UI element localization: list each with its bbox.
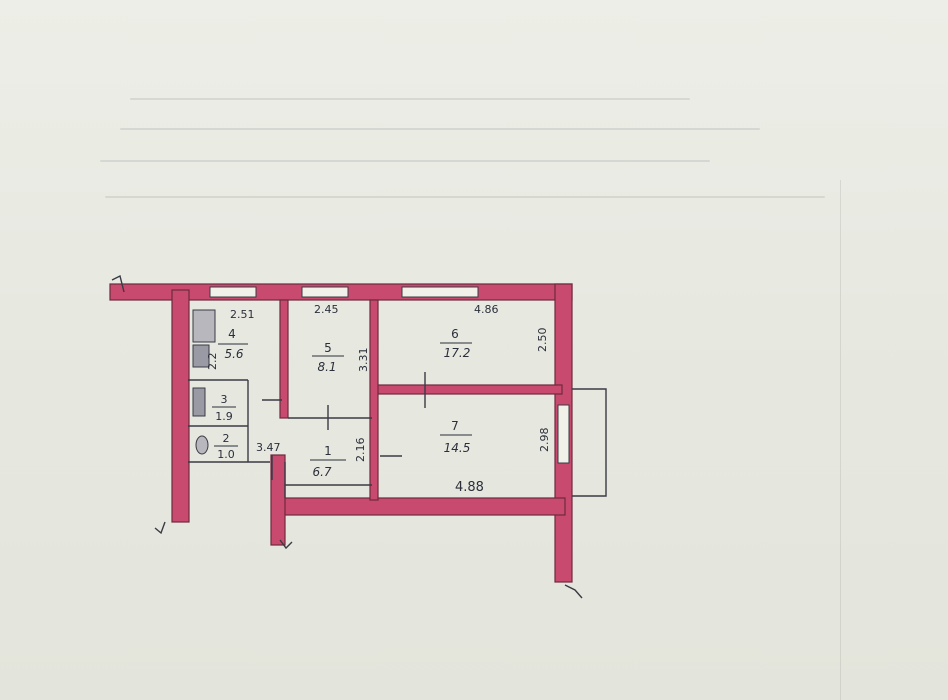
room-7-area: 14.5 <box>444 441 471 455</box>
dim-room4-width: 2.51 <box>230 308 255 321</box>
windows <box>209 286 570 464</box>
window <box>557 404 570 464</box>
dim-room6-depth: 2.50 <box>536 328 549 353</box>
room-6-number: 6 <box>451 327 459 341</box>
room-4-number: 4 <box>228 327 236 341</box>
room-7-number: 7 <box>451 419 459 433</box>
room-3-area: 1.9 <box>215 410 233 423</box>
wall-room6-room7 <box>371 384 563 395</box>
dim-room7-width: 4.88 <box>455 480 484 495</box>
room-6-area: 17.2 <box>444 346 471 360</box>
room-5-area: 8.1 <box>317 360 336 374</box>
room-2-area: 1.0 <box>217 448 235 461</box>
faint-text-line <box>120 128 760 130</box>
dim-hall-depth: 2.16 <box>354 438 367 463</box>
walls <box>109 283 573 583</box>
stove-icon <box>192 309 216 343</box>
dim-kitchen-depth: 2.2 <box>206 353 219 371</box>
toilet-icon <box>195 435 209 455</box>
room-3-number: 3 <box>221 393 228 406</box>
bathtub-icon <box>192 387 206 417</box>
faint-text-line <box>130 98 690 100</box>
fixtures <box>192 309 216 455</box>
dimension-labels: 2.51 2.45 4.86 2.50 3.31 2.98 4.88 3.47 … <box>206 303 551 495</box>
dim-room7-depth: 2.98 <box>538 428 551 453</box>
dim-hall-width: 3.47 <box>256 441 281 454</box>
faint-text-line <box>100 160 710 162</box>
room-4-area: 5.6 <box>224 347 243 361</box>
paper-fold <box>840 180 841 700</box>
sink-icon <box>192 344 210 368</box>
room-1-area: 6.7 <box>312 465 331 479</box>
dim-room5-depth: 3.31 <box>357 348 370 373</box>
room-5-number: 5 <box>324 341 332 355</box>
room-1-number: 1 <box>324 444 332 458</box>
room-labels: 4 5.6 5 8.1 6 17.2 7 14.5 1 6.7 3 1.9 2 … <box>212 327 472 479</box>
wall-kitchen-room5 <box>279 299 289 419</box>
thin-partitions <box>111 274 607 599</box>
window <box>401 286 479 298</box>
wall-left <box>171 289 190 523</box>
dim-room5-width: 2.45 <box>314 303 339 316</box>
wall-room5-room6 <box>369 299 379 501</box>
wall-bottom <box>273 497 566 516</box>
wall-stair <box>270 454 286 546</box>
window <box>301 286 349 298</box>
dim-room6-width: 4.86 <box>474 303 499 316</box>
faint-text-line <box>105 196 825 198</box>
window <box>209 286 257 298</box>
room-2-number: 2 <box>223 432 230 445</box>
